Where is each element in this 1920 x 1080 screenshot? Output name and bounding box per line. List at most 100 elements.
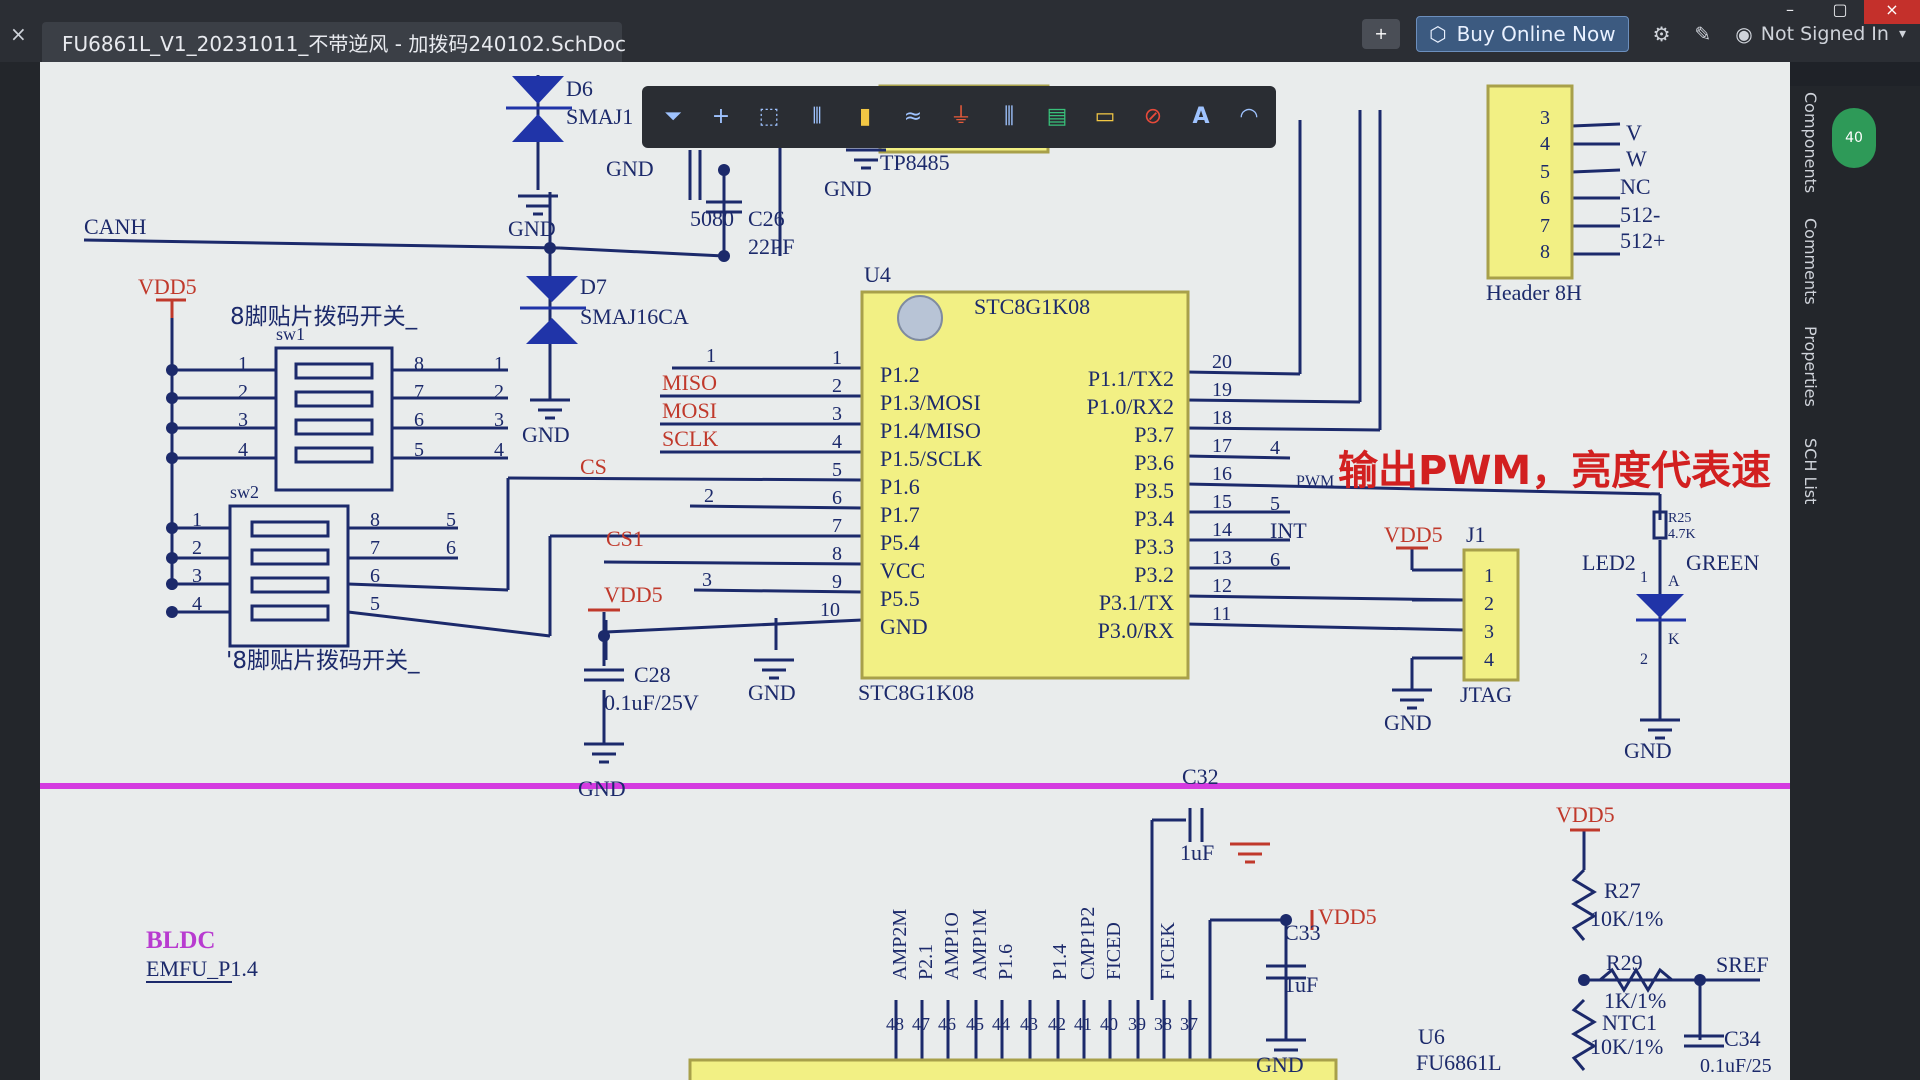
vdd5-label-c28: VDD5 [604, 582, 663, 607]
miso-net-label: MISO [662, 370, 717, 395]
schematic-canvas[interactable]: D6 SMAJ1 GND GND CANH 5080 C26 22PF TP84… [40, 62, 1790, 1080]
u6-pinnum-43: 43 [1020, 1014, 1038, 1034]
u6-pin-p2-1: P2.1 [915, 944, 937, 980]
net-num-4: 4 [1270, 437, 1280, 459]
u4-pinnum-8: 8 [832, 543, 842, 565]
sw2-switches [250, 520, 330, 622]
u6-pin-p1-6: P1.6 [995, 944, 1017, 980]
schematic-drawing[interactable]: D6 SMAJ1 GND GND CANH 5080 C26 22PF TP84… [40, 62, 1790, 1080]
u4-name-inside: STC8G1K08 [974, 294, 1090, 319]
gnd-label-j1: GND [1384, 710, 1432, 735]
hdr-net-512m: 512- [1620, 202, 1660, 227]
u4-pin-p3-6: P3.6 [1134, 450, 1174, 475]
u4-pinnum-12: 12 [1212, 575, 1232, 597]
arc-icon[interactable]: ◠ [1239, 104, 1259, 129]
place-part-icon[interactable]: ▮ [858, 104, 872, 129]
vdd5-label-r27: VDD5 [1556, 802, 1615, 827]
u6-pinnum-40: 40 [1100, 1014, 1118, 1034]
ground-symbols [518, 148, 1680, 1052]
capacitor-symbols [584, 150, 1724, 1048]
u4-pin-p1-6: P1.6 [880, 474, 920, 499]
panel-tab-sch-list[interactable]: SCH List [1801, 438, 1820, 505]
header-8h-body[interactable] [1486, 84, 1574, 280]
u4-pin-p1-3: P1.3/MOSI [880, 390, 981, 415]
sw2-pin-4: 4 [192, 593, 202, 615]
u4-pinnum-19: 19 [1212, 379, 1232, 401]
net-num-6: 6 [1270, 549, 1280, 571]
jtag-label: JTAG [1460, 682, 1512, 707]
c28-value: 0.1uF/25V [604, 690, 699, 715]
header-8h-label: Header 8H [1486, 280, 1582, 305]
document-tab[interactable]: FU6861L_V1_20231011_不带逆风 - 加拨码240102.Sch… [42, 22, 626, 62]
feather-icon[interactable]: ✎ [1694, 22, 1712, 46]
led2-designator: LED2 [1582, 550, 1636, 575]
text-icon[interactable]: A [1192, 104, 1210, 129]
sw1-net-4: 4 [494, 439, 504, 461]
move-icon[interactable]: + [711, 104, 731, 129]
sw2-designator: sw2 [230, 482, 259, 502]
u4-designator: U4 [864, 262, 891, 287]
r25-value: 4.7K [1668, 527, 1696, 542]
r29-designator: R29 [1606, 950, 1643, 975]
place-wire-icon[interactable]: ≈ [903, 104, 923, 129]
sheet-symbol-icon[interactable]: ▤ [1046, 104, 1068, 129]
notification-badge[interactable]: 40 [1832, 108, 1876, 168]
u4-pinnum-16: 16 [1212, 463, 1232, 485]
panel-tab-comments[interactable]: Comments [1801, 218, 1820, 305]
sw2-pin-7: 7 [370, 537, 380, 559]
chat-icon[interactable]: + [1362, 19, 1401, 49]
filter-icon[interactable]: ⏷ [664, 104, 682, 129]
sw1-net-1: 1 [494, 353, 504, 375]
sw1-pin-1: 1 [238, 353, 248, 375]
select-area-icon[interactable]: ⬚ [758, 104, 780, 129]
port-icon[interactable]: ▭ [1094, 104, 1116, 129]
gear-icon[interactable]: ⚙ [1652, 22, 1671, 46]
ntc1-designator: NTC1 [1602, 1010, 1657, 1035]
diode-bars [506, 106, 1686, 622]
minimize-button[interactable]: – [1786, 0, 1794, 19]
align-icon[interactable]: ⫴ [812, 104, 822, 129]
u4-pin-p1-0: P1.0/RX2 [1087, 394, 1174, 419]
u6-pinnum-45: 45 [966, 1014, 984, 1034]
sw2-pin-2: 2 [192, 537, 202, 559]
u6-pinnum-37: 37 [1180, 1014, 1198, 1034]
sw1-pin-4: 4 [238, 439, 248, 461]
maximize-button[interactable]: ▢ [1832, 0, 1848, 19]
c34-value: 0.1uF/25 [1700, 1055, 1772, 1077]
u4-pinnum-7: 7 [832, 515, 842, 537]
sw1-pin-7: 7 [414, 381, 424, 403]
hdr-net-w: W [1626, 146, 1647, 171]
power-port-icon[interactable]: ⏚ [949, 104, 972, 129]
u6-pin-amp1o: AMP1O [941, 912, 963, 980]
u4-body[interactable] [860, 290, 1190, 680]
close-window-button[interactable]: × [1864, 0, 1920, 24]
titlebar-right-group: + ⬡ Buy Online Now ⚙ ✎ ◉ Not Signed In ▾ [1362, 14, 1920, 54]
user-icon[interactable]: ◉ [1735, 22, 1753, 46]
chevron-down-icon[interactable]: ▾ [1898, 26, 1906, 42]
c26-value: 22PF [748, 234, 794, 259]
user-status[interactable]: Not Signed In [1760, 23, 1889, 45]
title-bar: × FU6861L_V1_20231011_不带逆风 - 加拨码240102.S… [0, 0, 1920, 62]
bus-icon[interactable]: ⫼ [1003, 104, 1015, 129]
d6-value: SMAJ1 [566, 104, 633, 129]
u6-body[interactable] [688, 1058, 1338, 1080]
u4-pinnum-10: 10 [820, 599, 840, 621]
cart-icon: ⬡ [1429, 22, 1447, 46]
sw1-pin-3: 3 [238, 409, 248, 431]
panel-tab-properties[interactable]: Properties [1801, 326, 1820, 407]
u4-pinnum-4: 4 [832, 431, 842, 453]
gnd-label-d7: GND [522, 422, 570, 447]
hdr-pin-7: 7 [1540, 215, 1550, 237]
panel-tab-components[interactable]: Components [1801, 92, 1820, 194]
sw2-body[interactable] [228, 504, 350, 648]
u6-pinnum-48: 48 [886, 1014, 904, 1034]
u6-pin-ficek: FICEK [1157, 922, 1179, 980]
j1-body[interactable] [1462, 548, 1520, 682]
buy-online-button[interactable]: ⬡ Buy Online Now [1416, 16, 1629, 52]
active-bar-toolbar: ⏷ + ⬚ ⫴ ▮ ≈ ⏚ ⫼ ▤ ▭ ⊘ A ◠ [642, 86, 1276, 148]
sw1-pin-6: 6 [414, 409, 424, 431]
no-erc-icon[interactable]: ⊘ [1143, 104, 1163, 129]
led2-cathode: K [1668, 631, 1680, 648]
close-tab-icon[interactable]: × [10, 22, 27, 46]
sw1-designator: sw1 [276, 324, 305, 344]
